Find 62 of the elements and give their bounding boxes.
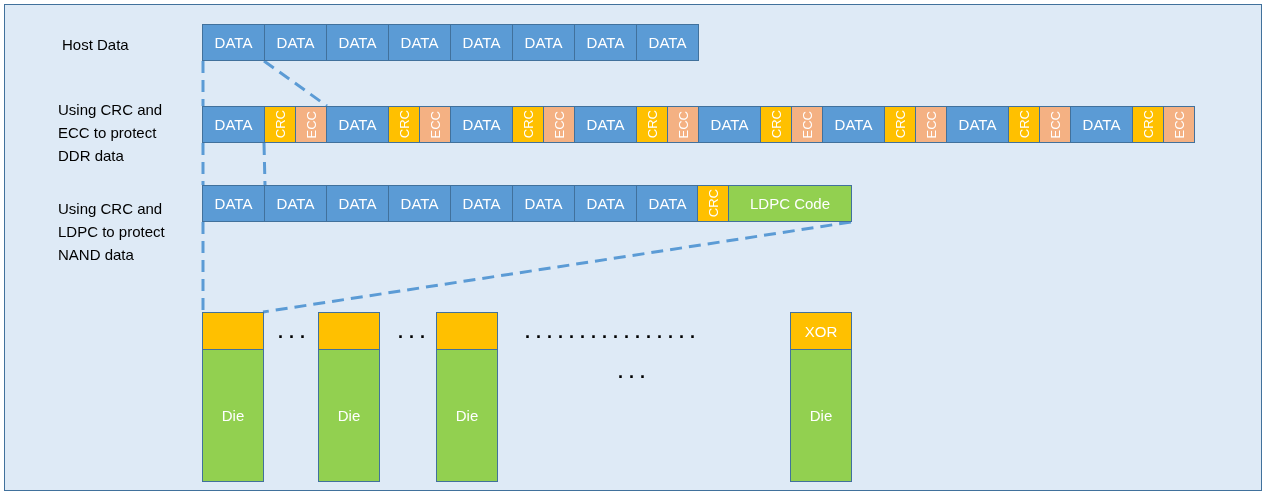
data-block: DATA [264, 185, 327, 222]
data-block: DATA [636, 24, 699, 61]
data-block: DATA [946, 106, 1009, 143]
crc-block: CRC [636, 106, 668, 143]
ellipsis: ... [618, 362, 651, 383]
crc-block: CRC [697, 185, 729, 222]
dashed-line [201, 61, 205, 106]
dashed-line [262, 220, 852, 314]
die-block: Die [436, 349, 498, 482]
data-block: DATA [822, 106, 885, 143]
data-block: DATA [512, 185, 575, 222]
ecc-block: ECC [543, 106, 575, 143]
data-block: DATA [450, 185, 513, 222]
data-block: DATA [388, 24, 451, 61]
dashed-line [262, 142, 267, 186]
data-block: DATA [326, 24, 389, 61]
data-block: DATA [326, 185, 389, 222]
die-header-block: XOR [790, 312, 852, 350]
ellipsis: ................ [525, 322, 701, 343]
ecc-block: ECC [1039, 106, 1071, 143]
die-block: Die [318, 349, 380, 482]
crc-block: CRC [760, 106, 792, 143]
data-block: DATA [202, 185, 265, 222]
ellipsis: ... [398, 322, 431, 343]
dashed-line [201, 222, 205, 312]
ecc-block: ECC [1163, 106, 1195, 143]
data-block: DATA [574, 185, 637, 222]
ecc-block: ECC [915, 106, 947, 143]
data-block: DATA [450, 106, 513, 143]
crc-block: CRC [1132, 106, 1164, 143]
data-block: DATA [202, 24, 265, 61]
row-label: Using CRC and ECC to protect DDR data [58, 100, 164, 166]
data-block: DATA [450, 24, 513, 61]
die-header-block [318, 312, 380, 350]
dashed-line [201, 143, 205, 185]
data-block: DATA [698, 106, 761, 143]
die-block: Die [790, 349, 852, 482]
ecc-block: ECC [791, 106, 823, 143]
dashed-line [263, 59, 328, 108]
crc-block: CRC [388, 106, 420, 143]
crc-block: CRC [512, 106, 544, 143]
data-block: DATA [636, 185, 699, 222]
ecc-block: ECC [667, 106, 699, 143]
ecc-block: ECC [295, 106, 327, 143]
row-label: Using CRC and LDPC to protect NAND data [58, 199, 166, 265]
die-block: Die [202, 349, 264, 482]
crc-block: CRC [884, 106, 916, 143]
data-block: DATA [388, 185, 451, 222]
die-header-block [436, 312, 498, 350]
data-block: DATA [512, 24, 575, 61]
crc-block: CRC [264, 106, 296, 143]
ldpc-code-block: LDPC Code [728, 185, 852, 222]
crc-block: CRC [1008, 106, 1040, 143]
data-block: DATA [326, 106, 389, 143]
ellipsis: ... [278, 322, 311, 343]
data-block: DATA [574, 24, 637, 61]
data-block: DATA [202, 106, 265, 143]
data-block: DATA [1070, 106, 1133, 143]
ecc-block: ECC [419, 106, 451, 143]
die-header-block [202, 312, 264, 350]
data-block: DATA [574, 106, 637, 143]
data-block: DATA [264, 24, 327, 61]
